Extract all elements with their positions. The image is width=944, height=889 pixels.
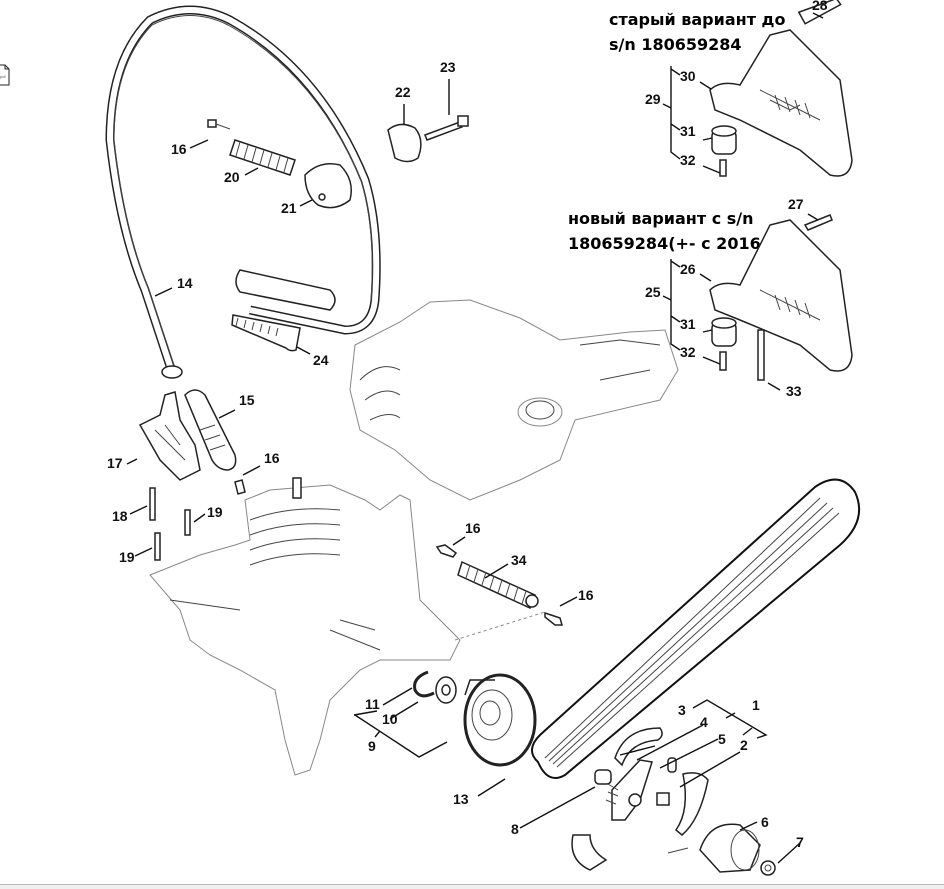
callout-14: 14 [177,275,193,291]
callout-33: 33 [786,383,802,399]
callout-30: 30 [680,68,696,84]
screws-18-19 [149,479,246,561]
leader-lines [126,12,824,864]
housing [349,299,679,501]
cover-24 [231,314,301,352]
circlip-11 [413,670,435,698]
callout-32-new: 32 [680,344,696,360]
old-variant-line1: старый вариант до [609,10,786,29]
new-variant-note: новый вариант с s/n 180659284(+- с 2016 … [568,206,797,256]
callout-28: 28 [812,0,828,13]
av-mount-new [709,214,853,381]
callout-6: 6 [761,814,769,830]
bearing-10 [435,676,457,704]
callout-13: 13 [453,791,469,807]
callout-10: 10 [382,711,398,727]
callout-34: 34 [511,552,527,568]
callout-9: 9 [368,738,376,754]
v-belt [531,478,860,779]
callout-1: 1 [752,697,760,713]
clutch-shoe-3 [614,727,663,767]
callout-2: 2 [740,737,748,753]
callout-5: 5 [718,731,726,747]
callout-25: 25 [645,284,661,300]
callout-11: 11 [365,696,380,712]
bolt-23 [424,115,469,141]
callout-23: 23 [440,59,456,75]
clamp-22 [387,123,422,163]
callout-20: 20 [224,169,240,185]
callout-32-old: 32 [680,152,696,168]
callout-3: 3 [678,702,686,718]
callout-16-right: 16 [578,587,594,603]
screw-16-top [207,119,231,130]
old-variant-note: старый вариант до s/n 180659284 [609,7,785,57]
callout-16: 16 [171,141,187,157]
bottom-border [0,884,944,889]
pdf-file-icon-label: pdf [0,74,6,79]
callout-15: 15 [239,392,255,408]
callout-16-spring: 16 [465,520,481,536]
callout-31-new: 31 [680,316,696,332]
pdf-file-icon[interactable]: pdf [0,64,10,86]
callout-19-b: 19 [119,549,135,565]
callout-7: 7 [796,834,804,850]
callout-21: 21 [281,200,297,216]
callout-16-mount: 16 [264,450,280,466]
callout-8: 8 [511,821,519,837]
clutch-body [571,757,709,871]
engine [149,477,461,776]
handle-bar [105,5,381,379]
callout-17: 17 [107,455,123,471]
clutch-drum-6 [699,823,761,873]
av-mount-old [709,0,853,177]
av-element-15 [184,389,237,471]
callout-24: 24 [313,352,329,368]
callout-4: 4 [700,714,708,730]
new-variant-line2: 180659284(+- с 2016 г.в. [568,234,797,253]
callout-19-a: 19 [207,504,223,520]
callout-31-old: 31 [680,123,696,139]
pulley-9 [463,673,537,767]
av-spring-34 [435,544,563,641]
rear-mount-17 [138,391,201,481]
nut-7 [760,860,776,876]
callout-29: 29 [645,91,661,107]
callout-18: 18 [112,508,128,524]
callouts: 16 20 21 22 23 14 24 15 17 16 18 19 19 1… [107,0,828,850]
knob-21 [304,163,352,209]
callout-26: 26 [680,261,696,277]
spring-20 [229,139,296,176]
callout-22: 22 [395,84,411,100]
old-variant-line2: s/n 180659284 [609,35,742,54]
new-variant-line1: новый вариант с s/n [568,209,754,228]
callout-27: 27 [788,196,804,212]
